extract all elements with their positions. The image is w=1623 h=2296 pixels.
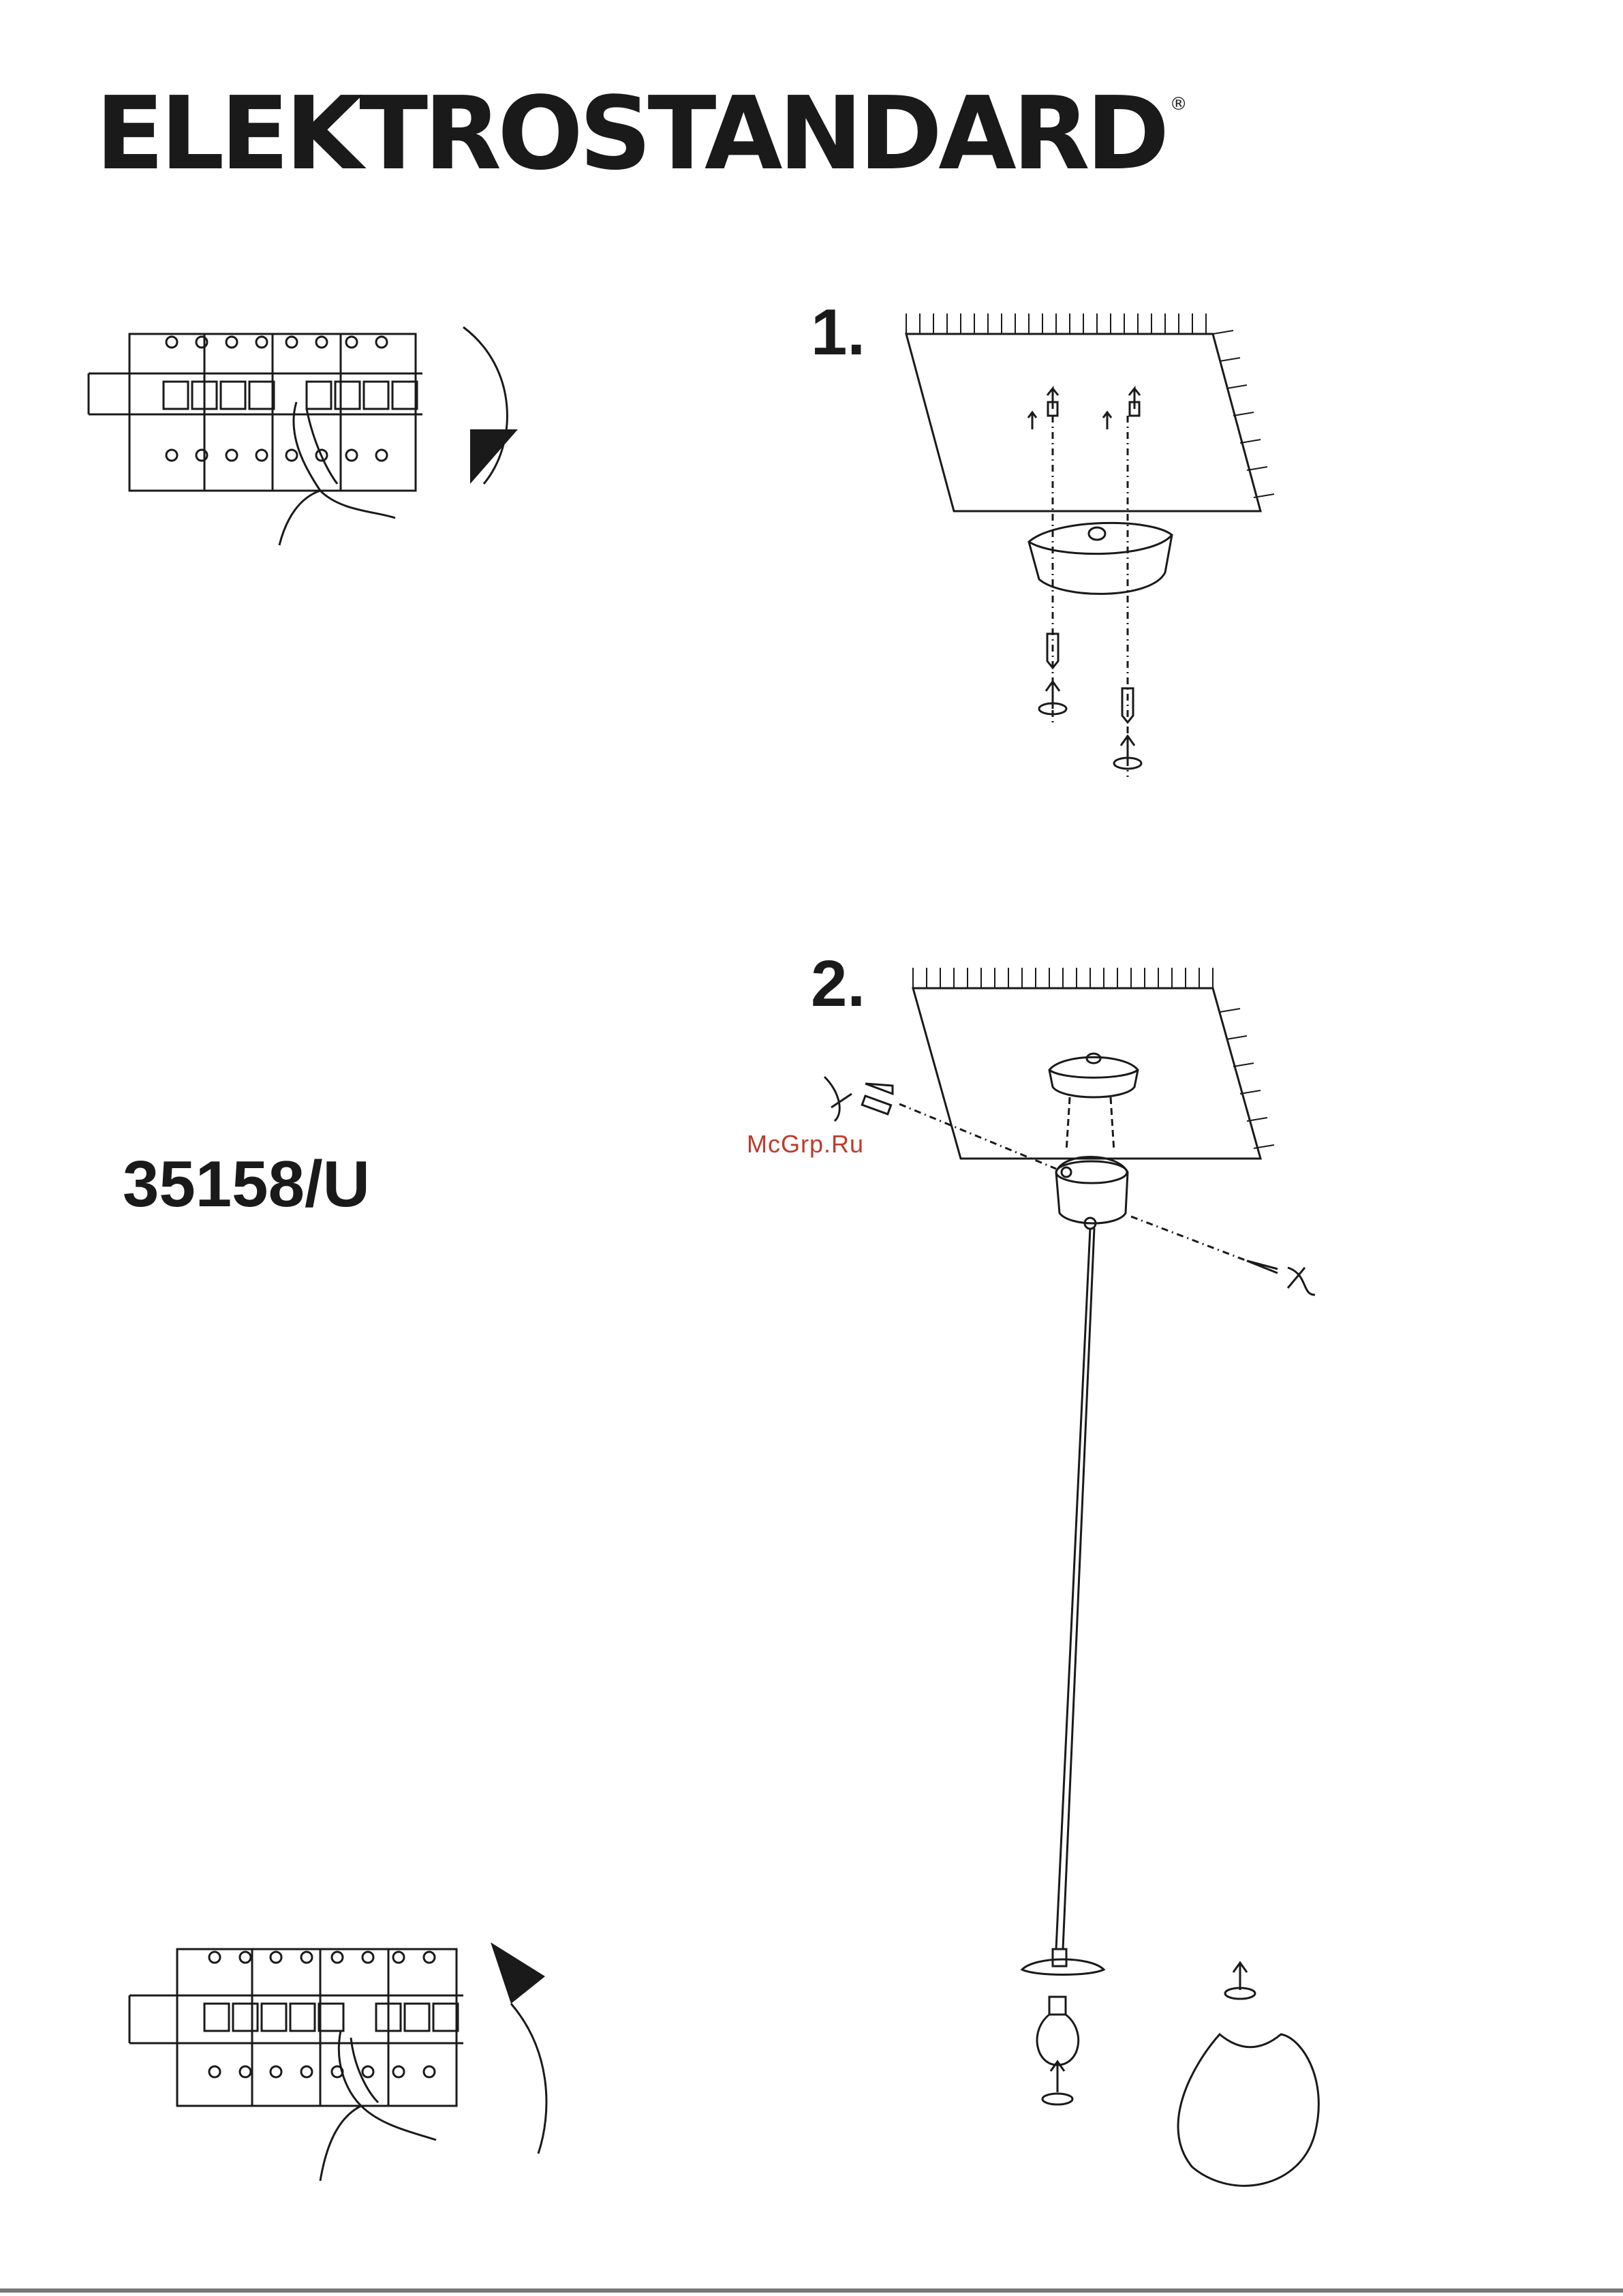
brand-logo: ELEKTROSTANDARD® xyxy=(95,83,1188,184)
trademark-symbol: ® xyxy=(1170,94,1188,114)
circuit-breaker-off-icon xyxy=(82,313,525,586)
product-model: 35158/U xyxy=(123,1152,370,1217)
circuit-breaker-on-icon xyxy=(129,1935,572,2208)
step-1-illustration xyxy=(893,300,1274,818)
step-2-illustration xyxy=(811,947,1397,2188)
page-bottom-divider xyxy=(0,2289,1623,2293)
step-1-label: 1. xyxy=(811,300,865,365)
brand-name: ELEKTROSTANDARD xyxy=(95,75,1166,192)
